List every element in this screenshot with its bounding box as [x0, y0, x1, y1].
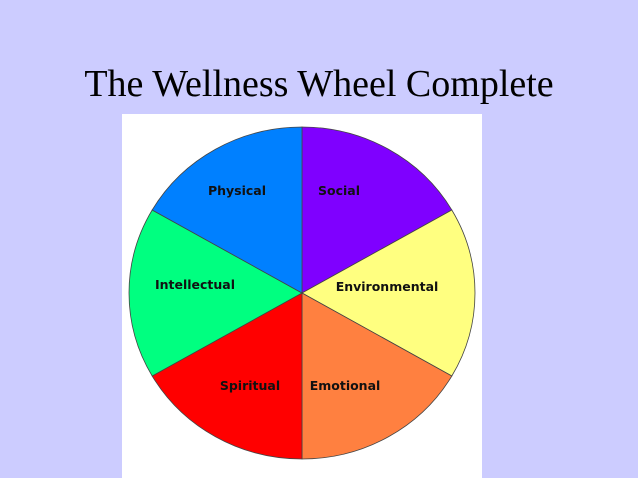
wheel-label-physical: Physical	[208, 183, 266, 198]
wheel-segment-spiritual	[151, 292, 303, 460]
wheel-segment-emotional	[301, 292, 453, 460]
wheel-segment-intellectual	[128, 209, 303, 377]
wheel-label-intellectual: Intellectual	[155, 277, 235, 292]
wheel-segment-environmental	[301, 209, 476, 377]
wheel-label-emotional: Emotional	[310, 378, 381, 393]
wheel-label-spiritual: Spiritual	[220, 378, 280, 393]
wheel-label-social: Social	[318, 183, 360, 198]
wheel-label-environmental: Environmental	[336, 279, 439, 294]
wheel-segment-social	[301, 126, 453, 294]
wheel-segment-physical	[151, 126, 303, 294]
slide-title: The Wellness Wheel Complete	[84, 63, 554, 105]
